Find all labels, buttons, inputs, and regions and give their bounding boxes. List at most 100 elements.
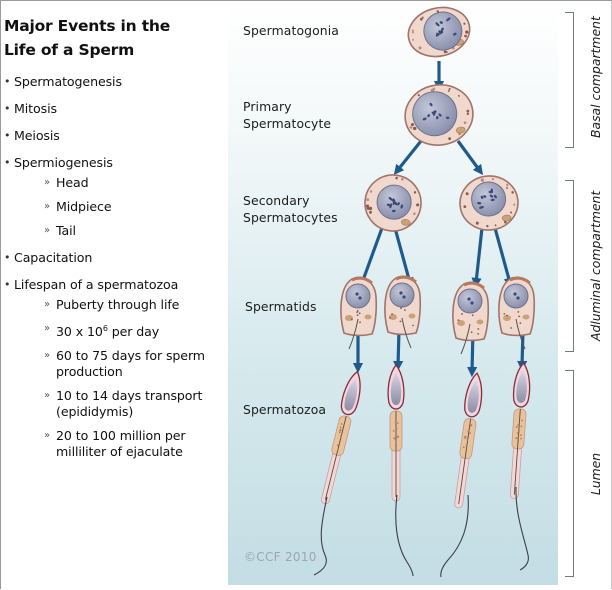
organelle (464, 34, 467, 38)
organelle (457, 94, 460, 97)
organelle (411, 29, 414, 32)
mitochondrion (455, 126, 466, 134)
stage-label-primary-line2: Spermatocyte (243, 116, 332, 131)
mitochondrion (462, 446, 465, 449)
stage-label-secondary: Secondary Spermatocytes (243, 192, 338, 226)
sperm-body (387, 363, 405, 502)
cell-secondary-spermatocyte-right (459, 175, 519, 231)
event-item-spermatogenesis: •Spermatogenesis (4, 74, 226, 90)
arrow-icon (456, 140, 484, 176)
chromatin (439, 21, 443, 24)
rate-exponent: 6 (102, 324, 108, 333)
chromatin (431, 111, 436, 115)
chromatin (358, 296, 362, 300)
chromatin (386, 203, 391, 207)
mitochondrion (408, 313, 416, 319)
chromatin (440, 27, 444, 32)
sub-item-label: 20 to 100 million per milliliter of ejac… (56, 428, 186, 460)
arrow-icon (393, 329, 404, 372)
chromatin (446, 17, 451, 22)
stage-label-primary: Primary Spermatocyte (243, 98, 331, 132)
mitochondrion (503, 315, 511, 321)
mitochondrion (522, 314, 530, 320)
organelle (463, 22, 466, 25)
organelle (369, 190, 373, 193)
sperm-head (467, 381, 479, 413)
chromatin (429, 102, 433, 107)
organelle (505, 186, 509, 190)
sub-item-label: Head (56, 175, 89, 190)
organelle (466, 112, 470, 116)
mitochondrion (464, 435, 467, 438)
organelle (503, 313, 506, 315)
sub-item-midpiece: »Midpiece (14, 199, 226, 215)
arrow-icon (393, 140, 423, 175)
sub-item-label: 60 to 75 days for sperm production (56, 348, 205, 380)
sperm-body (509, 362, 531, 500)
organelle (400, 177, 404, 181)
organelle (475, 221, 479, 225)
mitochondrion (394, 441, 397, 444)
nucleus (389, 282, 415, 308)
organelle (445, 50, 448, 53)
cell-spermatid-3 (452, 281, 490, 355)
bracket-basal (565, 12, 574, 148)
organelle (448, 88, 451, 91)
tail (515, 318, 526, 350)
mitochondrion (396, 436, 399, 439)
organelle (420, 18, 423, 21)
mitochondrion (340, 423, 343, 425)
flagellum (440, 494, 469, 578)
chevron-double-right-icon: » (44, 390, 51, 402)
organelle (511, 191, 514, 194)
chevron-double-right-icon: » (44, 350, 51, 362)
chromatin (488, 190, 493, 194)
compartment-label-lumen: Lumen (588, 452, 603, 496)
chromatin (453, 32, 457, 36)
organelle (412, 126, 417, 131)
organelle (395, 176, 398, 180)
mitochondrion (517, 424, 519, 427)
cell-spermatid-2 (384, 275, 422, 349)
organelle (470, 331, 473, 334)
sperm-1 (313, 370, 361, 576)
sub-item-rate: »30 x 106 per day (14, 321, 226, 340)
stage-label-spermatids: Spermatids (245, 299, 317, 314)
organelle (389, 316, 391, 319)
organelle (412, 38, 414, 41)
bullet-icon: • (4, 75, 11, 88)
organelle (418, 46, 422, 50)
organelle (486, 224, 489, 228)
axoneme (458, 418, 472, 504)
organelle (477, 332, 480, 335)
axoneme (513, 408, 521, 495)
organelle (412, 324, 414, 327)
chromatin (470, 301, 474, 305)
acrosome (395, 275, 417, 284)
organelle (447, 90, 450, 92)
chromatin (440, 30, 444, 34)
mitochondrion (394, 421, 397, 424)
organelle (517, 310, 520, 313)
event-label: Capacitation (14, 250, 93, 265)
chromatin (394, 201, 398, 206)
flagellum (313, 496, 328, 576)
organelle (513, 203, 516, 206)
nucleus (503, 283, 529, 309)
acrosome (463, 281, 485, 290)
organelle (463, 205, 467, 209)
chromatin (489, 194, 494, 198)
organelle (463, 121, 467, 125)
mitochondrion (392, 429, 395, 432)
organelle (491, 178, 495, 181)
organelle (518, 315, 521, 318)
sub-item-label: Midpiece (56, 199, 112, 214)
sub-item-label: Tail (56, 223, 76, 238)
mitochondrion (518, 430, 521, 433)
organelle (421, 16, 424, 19)
event-label: Lifespan of a spermatozoa (14, 277, 179, 292)
arrow-icon (493, 227, 514, 288)
mitochondrion (339, 426, 342, 429)
chromatin (397, 202, 400, 206)
flagellum (515, 486, 529, 571)
